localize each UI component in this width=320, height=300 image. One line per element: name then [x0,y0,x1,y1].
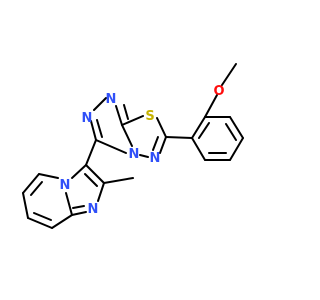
bond-phenyl-5 [191,137,206,161]
bond-layer [22,63,244,229]
nitrogen-atom-label-triazole-top: N [106,92,117,107]
bond-imidazole-n-c8a [71,211,87,216]
bond-triazole-imidazo [85,139,97,166]
nitrogen-atom-label-fused: N [129,147,140,162]
bond-phenyl-6-double [198,122,210,139]
bond-thiadiazole-n-c [159,136,167,154]
bond-pyridine-c5-c6 [22,173,40,194]
bond-pyridine-n4-c5 [38,173,59,179]
bond-phenyl-6 [191,116,206,139]
bond-imidazole-c8a-n4 [65,192,73,216]
bond-pyridine-c5-c6-double [30,181,43,196]
bond-triazole-n-n [93,97,107,111]
bond-thiadiazole-c-s [156,117,167,138]
bond-imidazole-n-c8a-double [72,205,85,209]
bond-triazole-c-n-top-double [123,104,129,120]
bond-triazole-c-n-fused [95,139,127,154]
nitrogen-atom-label-triazole-left: N [82,111,93,126]
molecule-structure-diagram: O S N N N N N N [0,0,300,300]
nitrogen-atom-label-imidazole: N [88,202,99,217]
bond-imidazole-c2-n [97,182,105,202]
atom-label-layer: O S N N N N N N [60,84,225,217]
bond-pyridine-c7-c8 [27,217,53,229]
bond-thiadiazole-c-n [121,124,133,147]
bond-phenyl-2-double [225,123,237,141]
oxygen-atom-label: O [213,84,224,99]
bond-imidazole-n4-c3 [71,164,87,179]
nitrogen-atom-label-pyridine: N [60,178,71,193]
bond-phenyl-2 [229,116,244,139]
bond-methyl-oxygen [221,63,237,86]
bond-thiadiazole-s-c [121,115,144,126]
bond-phenyl-3 [229,137,244,161]
sulfur-atom-label: S [145,109,154,124]
bond-thiadiazole-n-n [139,154,149,158]
bond-triazole-n-c [90,120,97,141]
bond-imidazole-c3-c2-double [84,173,98,187]
bond-thiadiazole-n-c-double [152,136,159,151]
bond-pyridine-c7-c8-double [33,212,52,221]
bond-pyridine-c6-c7 [22,192,29,219]
bond-triazole-c-n-top [115,105,123,126]
bond-imidazole-methyl [103,177,134,184]
bond-imidazole-c3-c2 [85,164,105,184]
bond-triazole-n-c-double [96,119,103,138]
bond-oxygen-ring [204,94,218,118]
bond-pyridine-c8-c8a [51,214,73,229]
bond-phenyl-thiadiazole [165,136,193,139]
nitrogen-atom-label-thiadiazole: N [150,151,161,166]
diagram-background [0,0,300,300]
